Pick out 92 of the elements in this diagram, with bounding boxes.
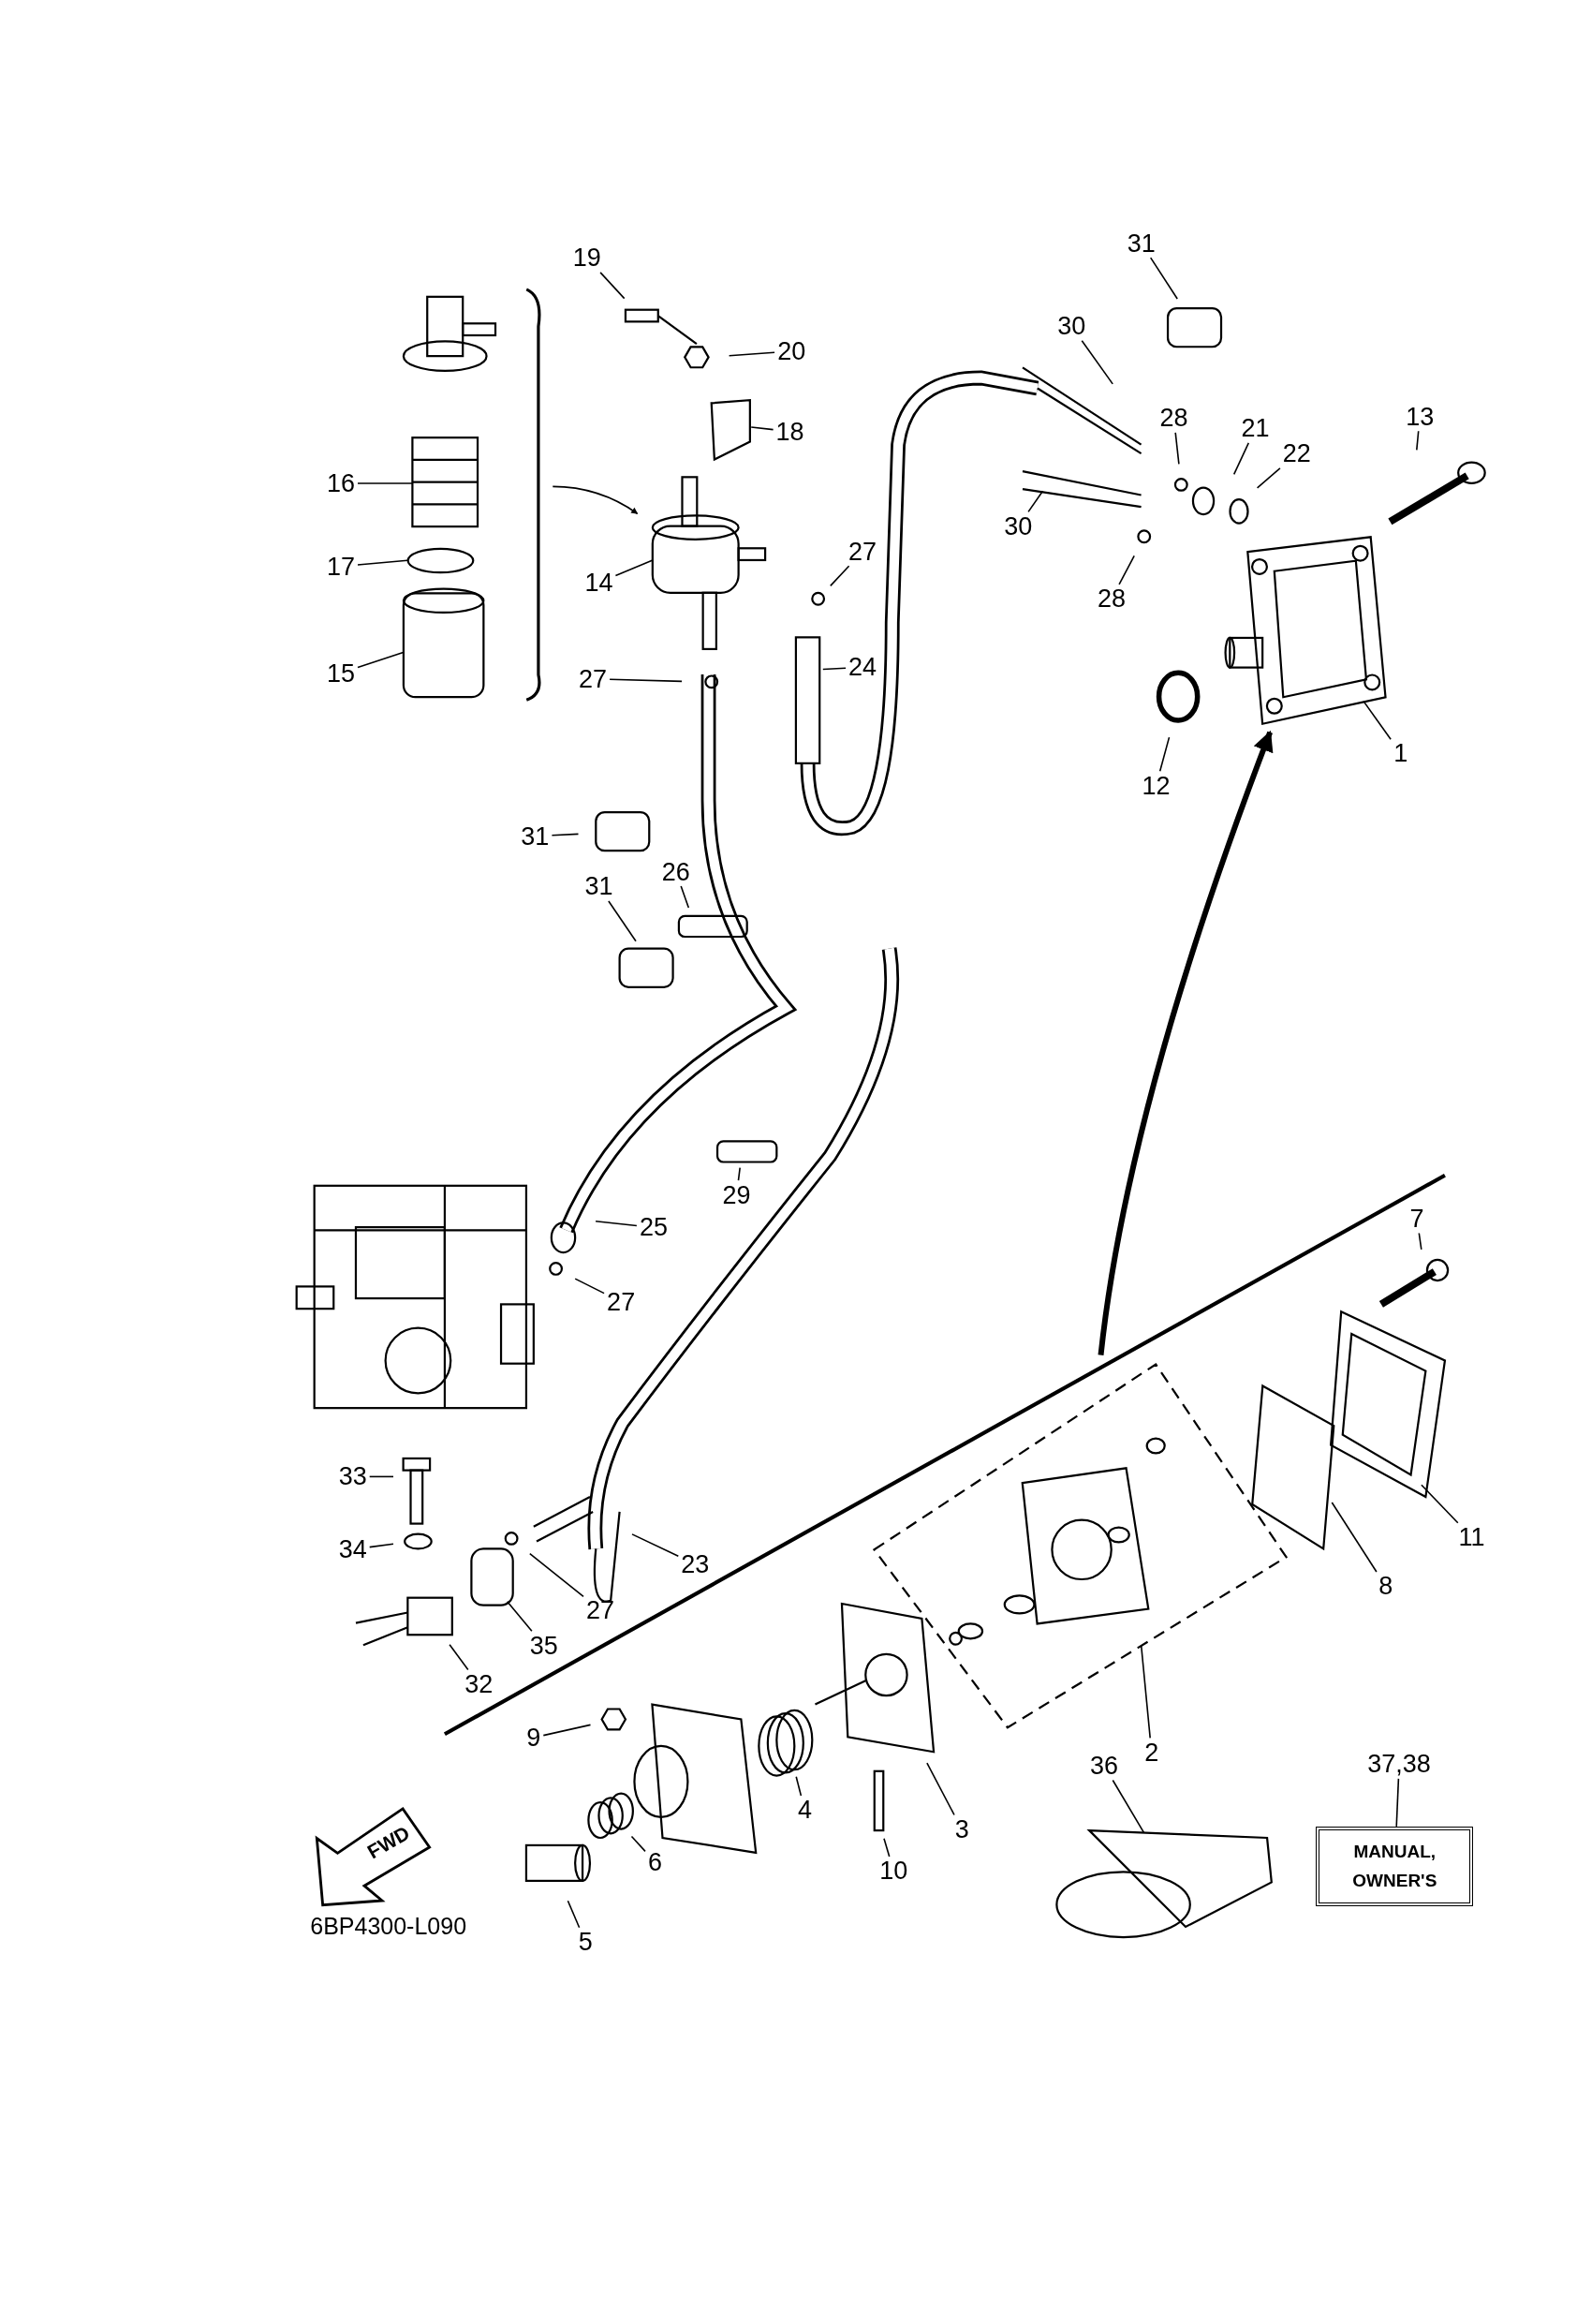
callout-number: 29 bbox=[719, 1180, 754, 1210]
leader-line bbox=[1158, 736, 1171, 773]
leader-line bbox=[357, 482, 413, 484]
leader-line bbox=[449, 1643, 469, 1671]
callout-number: 11 bbox=[1455, 1522, 1488, 1552]
leader-line bbox=[599, 272, 626, 300]
drawing-code: 6BP4300-L090 bbox=[310, 1912, 467, 1940]
leader-line bbox=[1174, 432, 1180, 466]
callout-number: 18 bbox=[773, 417, 807, 447]
leader-line bbox=[574, 1278, 605, 1295]
callout-number: 31 bbox=[1124, 229, 1158, 259]
callout-number: 30 bbox=[1054, 311, 1089, 341]
callout-number: 10 bbox=[877, 1856, 911, 1886]
callout-number: 26 bbox=[658, 857, 693, 887]
callout-number: 14 bbox=[582, 568, 616, 598]
leader-line bbox=[567, 1900, 581, 1929]
callout-number: 34 bbox=[335, 1534, 370, 1564]
callout-number: 27 bbox=[604, 1287, 639, 1317]
direction-label: FWD bbox=[362, 1821, 414, 1864]
leader-line bbox=[822, 667, 847, 671]
arrow bbox=[552, 485, 639, 515]
leader-line bbox=[506, 1601, 533, 1633]
leader-line bbox=[542, 1724, 592, 1737]
callout-number: 13 bbox=[1403, 402, 1437, 432]
leader-line bbox=[631, 1533, 680, 1557]
callout-number: 33 bbox=[335, 1461, 370, 1491]
callout-number: 1 bbox=[1391, 738, 1411, 768]
leader-line bbox=[926, 1762, 955, 1816]
callout-number: 24 bbox=[846, 652, 880, 682]
callout-number: 21 bbox=[1238, 413, 1273, 443]
leader-line bbox=[1027, 490, 1044, 513]
leader-line bbox=[609, 678, 683, 683]
leader-line bbox=[1081, 339, 1113, 385]
leader-line bbox=[529, 1552, 584, 1598]
leader-line bbox=[737, 1166, 741, 1181]
callout-number: 25 bbox=[636, 1212, 671, 1242]
callout-number: 17 bbox=[324, 552, 359, 582]
callout-number: 7 bbox=[1407, 1204, 1427, 1234]
leader-line bbox=[830, 565, 850, 587]
callout-number: 22 bbox=[1279, 438, 1314, 468]
leader-line bbox=[750, 426, 774, 431]
leader-line bbox=[595, 1220, 638, 1227]
callout-number: 20 bbox=[774, 336, 809, 366]
leader-line bbox=[1149, 257, 1178, 300]
manual-label: MANUAL, OWNER'S bbox=[1316, 1826, 1474, 1907]
leader-line bbox=[680, 885, 690, 909]
callout-number: 31 bbox=[582, 871, 616, 901]
leader-line bbox=[1418, 1232, 1422, 1251]
arrow bbox=[1098, 730, 1274, 1355]
callout-number: 5 bbox=[575, 1927, 596, 1957]
leader-line bbox=[608, 900, 637, 942]
callout-number: 8 bbox=[1376, 1572, 1396, 1601]
callout-number: 2 bbox=[1142, 1738, 1162, 1768]
callout-number: 12 bbox=[1139, 771, 1173, 801]
leader-line bbox=[357, 651, 405, 669]
callout-number: 16 bbox=[324, 468, 359, 498]
callout-number: 6 bbox=[645, 1847, 666, 1877]
leader-line bbox=[1416, 430, 1420, 451]
callout-number: 3 bbox=[951, 1814, 972, 1844]
leader-line bbox=[630, 1835, 646, 1853]
leader-line bbox=[1140, 1645, 1151, 1739]
callout-number: 37,38 bbox=[1364, 1749, 1434, 1779]
callout-number: 36 bbox=[1087, 1751, 1122, 1781]
callout-number: 9 bbox=[523, 1723, 544, 1753]
callout-number: 15 bbox=[324, 659, 359, 688]
leader-line bbox=[1331, 1502, 1378, 1573]
leader-line bbox=[1363, 700, 1392, 741]
leader-line bbox=[1112, 1779, 1145, 1834]
callout-number: 35 bbox=[526, 1631, 561, 1661]
callout-number: 27 bbox=[576, 664, 611, 694]
callout-number: 28 bbox=[1095, 584, 1129, 614]
callout-number: 30 bbox=[1001, 511, 1036, 541]
callout-number: 32 bbox=[462, 1669, 496, 1699]
leader-line bbox=[368, 1475, 394, 1478]
callout-number: 28 bbox=[1157, 403, 1191, 433]
callout-number: 23 bbox=[678, 1549, 713, 1579]
leader-line bbox=[1118, 555, 1135, 585]
leader-line bbox=[1256, 467, 1281, 489]
leader-line bbox=[795, 1776, 803, 1797]
callout-number: 27 bbox=[846, 537, 880, 567]
callout-number: 19 bbox=[569, 243, 604, 273]
leader-line bbox=[368, 1543, 394, 1548]
leader-line bbox=[1421, 1484, 1459, 1524]
callout-number: 31 bbox=[518, 822, 553, 851]
leader-line bbox=[614, 559, 654, 577]
leader-line bbox=[357, 559, 408, 566]
leader-line bbox=[1395, 1778, 1400, 1828]
leader-line bbox=[551, 833, 580, 836]
callout-number: 4 bbox=[794, 1796, 815, 1825]
leader-line bbox=[728, 351, 775, 357]
leader-line bbox=[1232, 442, 1250, 476]
leader-line bbox=[883, 1837, 891, 1858]
